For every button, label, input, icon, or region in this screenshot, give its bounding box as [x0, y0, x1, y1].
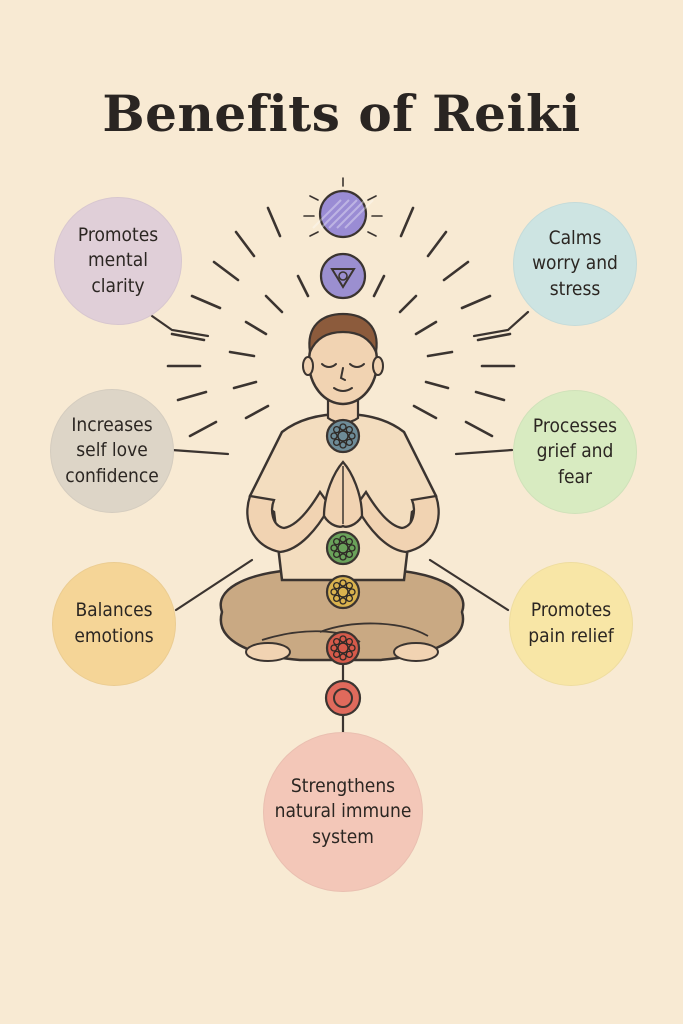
- benefit-label: Processes grief and fear: [532, 414, 618, 488]
- connector-lines: [150, 310, 530, 736]
- page-title: Benefits of Reiki: [102, 84, 581, 143]
- benefit-label: Strengthens natural immune system: [274, 774, 412, 848]
- benefit-label: Promotes pain relief: [528, 599, 614, 647]
- chakra-third-eye: [319, 252, 367, 300]
- chakra-root: [324, 679, 362, 717]
- crown-rays: [303, 177, 383, 237]
- energy-rays: [166, 206, 516, 438]
- benefit-calms-worry: Calms worry and stress: [513, 202, 637, 326]
- benefit-immune-system: Strengthens natural immune system: [263, 732, 423, 892]
- face: [321, 363, 365, 392]
- left-foot: [245, 642, 291, 662]
- benefit-label: Calms worry and stress: [532, 226, 618, 300]
- right-foot: [393, 642, 439, 662]
- chakra-solar-plexus: [325, 574, 361, 610]
- benefit-label: Increases self love confidence: [65, 413, 159, 487]
- hair: [308, 312, 378, 356]
- chakra-crown: [312, 189, 374, 239]
- benefit-self-love: Increases self love confidence: [50, 389, 174, 513]
- benefit-balances-emotions: Balances emotions: [52, 562, 176, 686]
- benefit-label: Balances emotions: [74, 599, 154, 647]
- chakra-sacral: [325, 630, 361, 666]
- benefit-label: Promotes mental clarity: [77, 223, 159, 297]
- benefit-grief-fear: Processes grief and fear: [513, 390, 637, 514]
- chakra-heart: [325, 530, 361, 566]
- chakra-column: [312, 189, 374, 717]
- chakra-throat: [325, 418, 361, 454]
- benefit-pain-relief: Promotes pain relief: [509, 562, 633, 686]
- benefit-mental-clarity: Promotes mental clarity: [54, 197, 182, 325]
